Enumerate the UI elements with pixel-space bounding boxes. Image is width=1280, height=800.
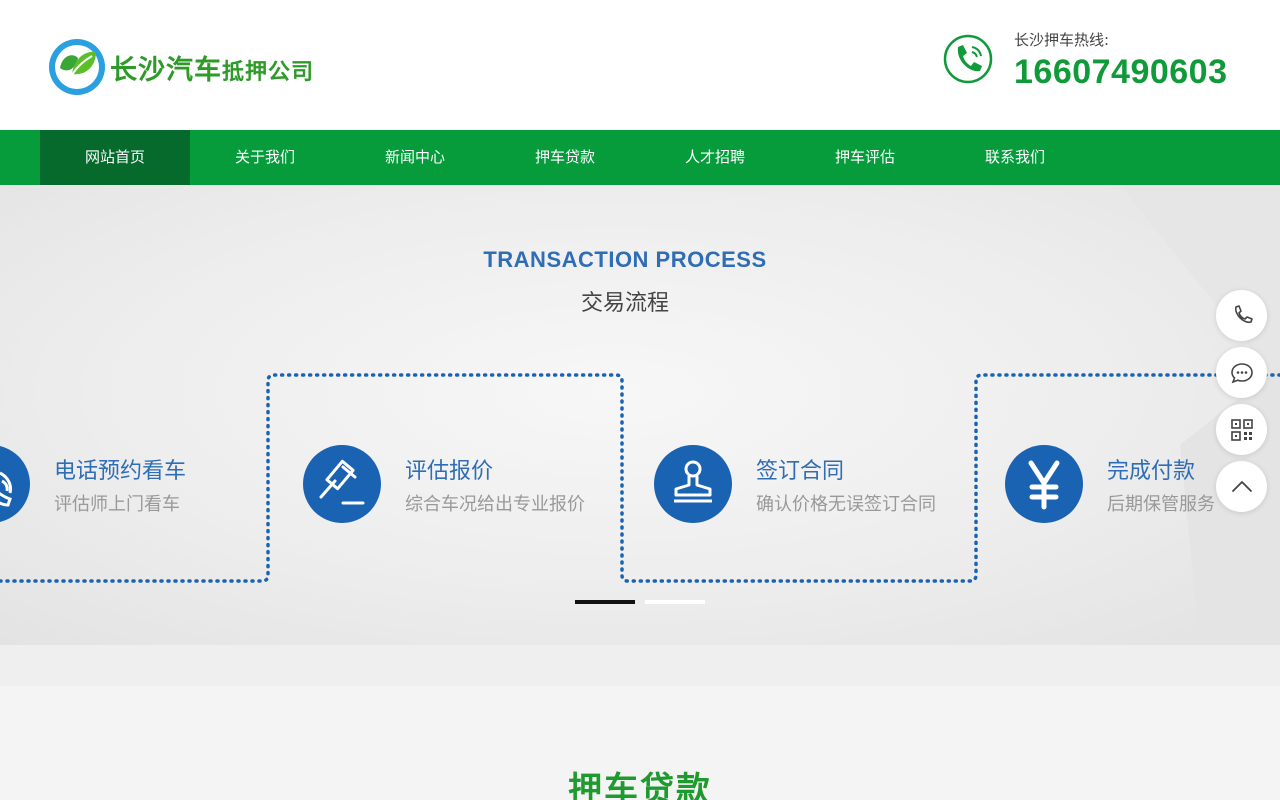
step-title-1: 电话预约看车 — [54, 459, 187, 484]
banner-bottom-strip — [0, 645, 1280, 686]
gavel-icon — [303, 445, 381, 523]
float-phone-button[interactable] — [1216, 290, 1267, 341]
step-desc-1: 评估师上门看车 — [54, 494, 180, 515]
logo-text-part1: 长沙汽车 — [110, 54, 222, 86]
nav-item-car-loan[interactable]: 押车贷款 — [534, 148, 595, 166]
float-qrcode-button[interactable] — [1216, 404, 1267, 455]
step-title-2: 评估报价 — [405, 459, 494, 484]
phone-signal-icon — [0, 445, 30, 523]
phone-circle-icon — [943, 34, 993, 84]
car-loan-section: 押车贷款 — [0, 686, 1280, 800]
float-chat-button[interactable] — [1216, 347, 1267, 398]
banner-title-cn: 交易流程 — [580, 291, 669, 316]
step-desc-2: 综合车况给出专业报价 — [405, 494, 585, 515]
nav-item-home[interactable]: 网站首页 — [40, 130, 190, 185]
main-nav: 网站首页 关于我们 新闻中心 押车贷款 人才招聘 押车评估 联系我们 — [0, 130, 1280, 185]
phone-icon — [1234, 304, 1253, 323]
float-back-to-top-button[interactable] — [1216, 461, 1267, 512]
nav-item-contact[interactable]: 联系我们 — [984, 148, 1045, 166]
hotline: 长沙押车热线: 16607490603 — [942, 31, 1228, 92]
hero-banner[interactable]: TRANSACTION PROCESS 交易流程 电话预约看车 评估师上门看车 … — [0, 185, 1280, 645]
site-header: 长沙汽车抵押公司 长沙押车热线: 16607490603 — [0, 0, 1280, 130]
carousel-pagination — [575, 600, 715, 604]
nav-item-careers[interactable]: 人才招聘 — [684, 148, 745, 166]
chat-icon — [1230, 362, 1253, 383]
step-title-3: 签订合同 — [756, 459, 845, 484]
stamp-icon — [654, 445, 732, 523]
nav-item-news[interactable]: 新闻中心 — [384, 148, 445, 166]
hotline-label: 长沙押车热线: — [1014, 31, 1110, 49]
step-desc-4: 后期保管服务 — [1107, 494, 1215, 515]
step-title-4: 完成付款 — [1107, 459, 1196, 484]
hotline-number[interactable]: 16607490603 — [1014, 53, 1228, 91]
banner-title-en: TRANSACTION PROCESS — [483, 247, 767, 272]
qrcode-icon — [1230, 418, 1253, 441]
site-logo[interactable]: 长沙汽车抵押公司 — [48, 38, 314, 96]
carousel-dot-2[interactable] — [645, 600, 705, 604]
logo-text-part2: 抵押公司 — [222, 59, 315, 85]
section-title: 押车贷款 — [568, 770, 712, 800]
step-desc-3: 确认价格无误签订合同 — [756, 494, 936, 515]
leaf-logo-icon — [49, 39, 105, 95]
nav-item-about[interactable]: 关于我们 — [234, 148, 295, 166]
yen-icon — [1005, 445, 1083, 523]
back-to-top-icon — [1231, 480, 1252, 492]
logo-text: 长沙汽车抵押公司 — [110, 48, 314, 87]
nav-item-assessment[interactable]: 押车评估 — [834, 148, 895, 166]
carousel-dot-1[interactable] — [575, 600, 635, 604]
